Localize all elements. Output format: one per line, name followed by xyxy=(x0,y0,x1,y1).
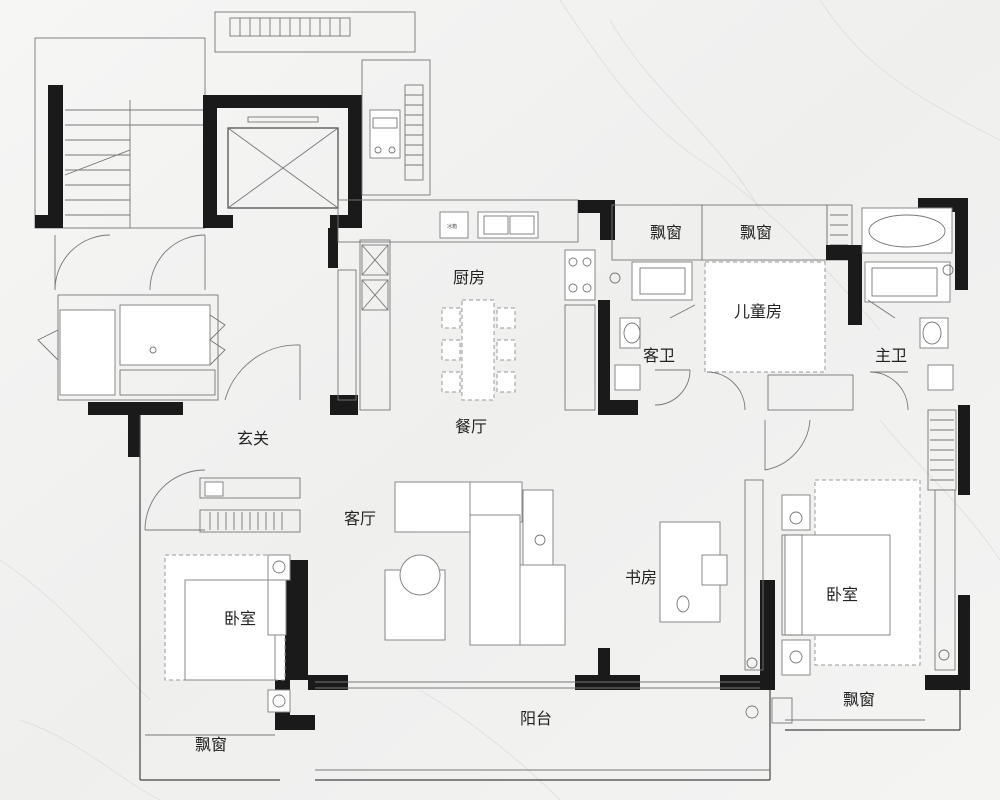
fridge-icon: 冰箱 xyxy=(439,211,469,239)
label-bedroom-left: 卧室 xyxy=(224,609,256,628)
sink-icon xyxy=(477,211,539,239)
stairwell xyxy=(34,37,206,229)
laundry-unit xyxy=(369,109,401,159)
label-bay-window-bottom-left: 飘窗 xyxy=(195,735,227,754)
label-kids-room: 儿童房 xyxy=(734,302,782,321)
fridge-label: 冰箱 xyxy=(447,223,457,230)
dining-table xyxy=(441,299,516,401)
label-living: 客厅 xyxy=(344,509,376,528)
label-kitchen: 厨房 xyxy=(453,268,485,287)
label-entrance: 玄关 xyxy=(237,429,269,448)
label-bay-window-1: 飘窗 xyxy=(650,223,682,242)
label-study: 书房 xyxy=(625,568,657,587)
master-bath xyxy=(861,198,968,411)
guest-bath xyxy=(578,200,703,415)
utility-shaft xyxy=(214,11,431,196)
label-guest-bath: 客卫 xyxy=(643,346,675,365)
living-furniture xyxy=(384,481,566,646)
label-dining: 餐厅 xyxy=(455,417,487,436)
room-labels: 厨房 餐厅 玄关 客厅 书房 阳台 客卫 主卫 儿童房 卧室 卧室 飘窗 飘窗 … xyxy=(195,223,907,754)
stove-icon xyxy=(564,249,596,301)
label-bay-window-2: 飘窗 xyxy=(740,223,772,242)
kids-room xyxy=(701,204,862,411)
study-furniture xyxy=(659,419,811,724)
label-balcony: 阳台 xyxy=(520,709,552,728)
label-bedroom-right: 卧室 xyxy=(826,585,858,604)
kitchen-walls: 冰箱 xyxy=(328,199,596,415)
bedroom-left xyxy=(144,469,301,713)
lobby-cabinets xyxy=(37,294,226,401)
entrance-door xyxy=(224,344,301,401)
label-bay-window-bottom-right: 飘窗 xyxy=(843,690,875,709)
bedroom-right xyxy=(781,479,956,676)
label-master-bath: 主卫 xyxy=(875,346,907,365)
entry-hall xyxy=(54,234,206,291)
